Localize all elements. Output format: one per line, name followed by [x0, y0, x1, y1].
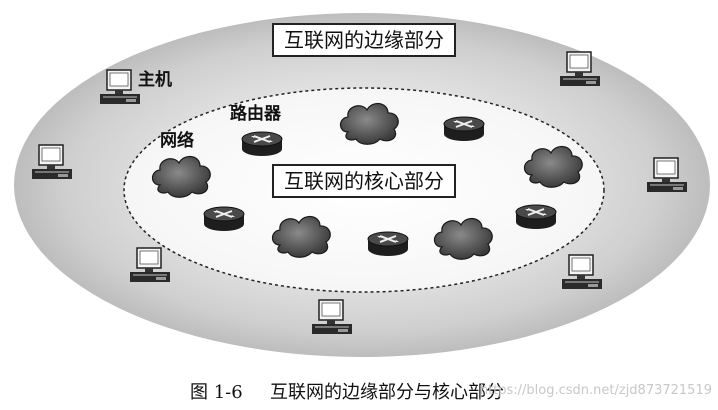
- figure-title: 互联网的边缘部分与核心部分: [270, 382, 504, 403]
- router-icon: [203, 206, 245, 232]
- edge-part-label: 互联网的边缘部分: [272, 23, 456, 57]
- figure-caption: 图 1-6 互联网的边缘部分与核心部分: [0, 378, 718, 408]
- router-icon: [367, 231, 409, 257]
- network-label: 网络: [160, 131, 194, 151]
- router-icon: [241, 131, 283, 157]
- router-label: 路由器: [230, 104, 281, 124]
- router-icon: [443, 116, 485, 142]
- router-icon: [515, 204, 557, 230]
- host-label: 主机: [138, 70, 172, 90]
- figure-number: 图 1-6: [190, 382, 243, 403]
- core-part-label: 互联网的核心部分: [272, 164, 456, 198]
- watermark: https://blog.csdn.net/zjd873721519: [479, 383, 712, 398]
